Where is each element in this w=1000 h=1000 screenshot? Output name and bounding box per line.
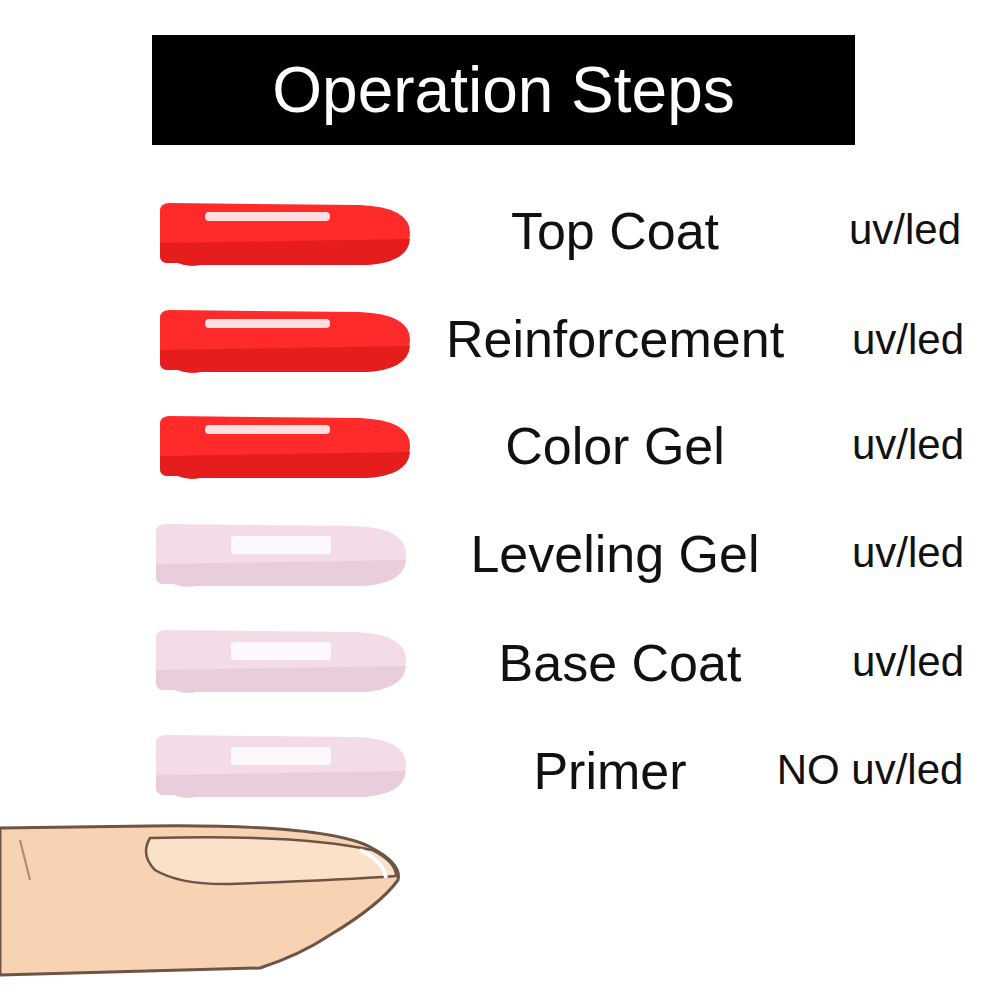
step-name: Primer xyxy=(533,743,686,800)
curing-note: uv/led xyxy=(849,207,961,253)
curing-note: uv/led xyxy=(852,530,964,576)
title-band: Operation Steps xyxy=(152,35,855,145)
base-coat-layer xyxy=(156,630,406,693)
leveling-gel-layer xyxy=(156,524,406,587)
step-name: Reinforcement xyxy=(446,311,784,368)
color-gel-layer xyxy=(160,416,410,479)
curing-note: uv/led xyxy=(852,422,964,468)
top-coat-layer xyxy=(160,203,410,266)
finger xyxy=(0,826,398,975)
step-name: Top Coat xyxy=(511,203,719,260)
primer-layer xyxy=(156,735,406,798)
curing-note: uv/led xyxy=(852,639,964,685)
curing-note: uv/led xyxy=(852,317,964,363)
step-name: Color Gel xyxy=(505,418,725,475)
curing-note: NO uv/led xyxy=(777,747,964,793)
reinforcement-layer xyxy=(160,310,410,373)
step-name: Leveling Gel xyxy=(470,526,759,583)
title: Operation Steps xyxy=(272,53,735,127)
step-name: Base Coat xyxy=(499,635,742,692)
